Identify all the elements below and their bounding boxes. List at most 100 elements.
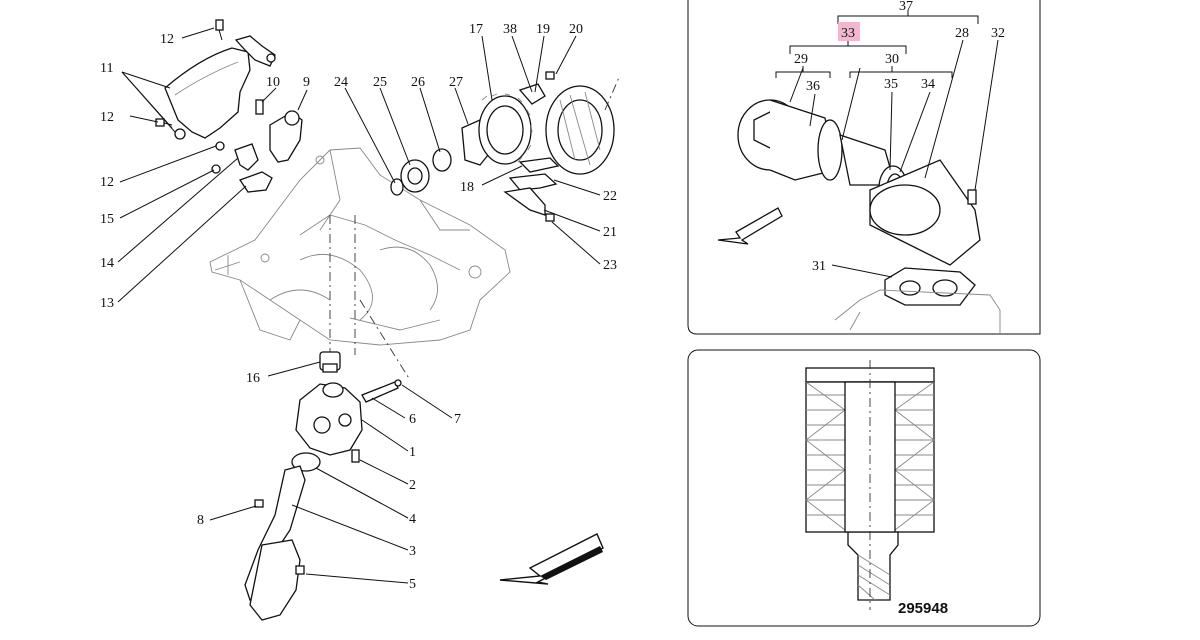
svg-text:37: 37 xyxy=(899,0,913,14)
callout-6[interactable]: 6 xyxy=(409,412,416,427)
svg-text:1: 1 xyxy=(409,445,416,460)
callout-18[interactable]: 18 xyxy=(460,180,474,195)
leader-lines-main xyxy=(117,27,601,584)
svg-text:2: 2 xyxy=(409,478,416,493)
callout-25[interactable]: 25 xyxy=(373,75,387,90)
svg-text:3: 3 xyxy=(409,544,416,559)
callout-33[interactable]: 33 xyxy=(838,22,860,41)
callout-labels: 1 2 3 4 5 6 7 8 9 10 11 12 12 12 13 14 1… xyxy=(100,0,1005,592)
callout-11[interactable]: 11 xyxy=(100,61,113,76)
bracket-part[interactable] xyxy=(211,141,273,193)
callout-17[interactable]: 17 xyxy=(469,22,483,37)
callout-16[interactable]: 16 xyxy=(246,371,260,386)
svg-text:35: 35 xyxy=(884,77,898,92)
svg-text:22: 22 xyxy=(603,189,617,204)
svg-text:38: 38 xyxy=(503,22,517,37)
callout-37[interactable]: 37 xyxy=(899,0,913,14)
callout-26[interactable]: 26 xyxy=(411,75,425,90)
large-sprocket-part[interactable] xyxy=(545,74,621,175)
svg-text:33: 33 xyxy=(841,26,855,41)
svg-text:4: 4 xyxy=(409,512,416,527)
bearing-ring-parts[interactable] xyxy=(390,148,452,196)
callout-10[interactable]: 10 xyxy=(266,75,280,90)
callout-20[interactable]: 20 xyxy=(569,22,583,37)
callout-24[interactable]: 24 xyxy=(334,75,348,90)
callout-3[interactable]: 3 xyxy=(409,544,416,559)
oil-pump-part[interactable] xyxy=(295,379,402,463)
svg-text:34: 34 xyxy=(921,77,935,92)
center-lines xyxy=(329,215,411,381)
callout-14[interactable]: 14 xyxy=(100,256,114,271)
svg-text:11: 11 xyxy=(100,61,113,76)
callout-33-highlight xyxy=(838,22,860,41)
drawing-reference-number: 295948 xyxy=(898,600,948,617)
callout-28[interactable]: 28 xyxy=(955,26,969,41)
svg-text:12: 12 xyxy=(100,175,114,190)
callout-1[interactable]: 1 xyxy=(409,445,416,460)
callout-36[interactable]: 36 xyxy=(806,79,820,94)
svg-text:13: 13 xyxy=(100,296,114,311)
svg-text:12: 12 xyxy=(160,32,174,47)
svg-text:17: 17 xyxy=(469,22,483,37)
svg-text:12: 12 xyxy=(100,110,114,125)
sprocket-part[interactable] xyxy=(461,93,533,166)
callout-12-bottom[interactable]: 12 xyxy=(100,175,114,190)
svg-text:5: 5 xyxy=(409,577,416,592)
svg-text:14: 14 xyxy=(100,256,114,271)
svg-text:8: 8 xyxy=(197,513,204,528)
svg-text:32: 32 xyxy=(991,26,1005,41)
svg-text:30: 30 xyxy=(885,52,899,67)
callout-12-middle[interactable]: 12 xyxy=(100,110,114,125)
callout-38[interactable]: 38 xyxy=(503,22,517,37)
callout-15[interactable]: 15 xyxy=(100,212,114,227)
svg-text:23: 23 xyxy=(603,258,617,273)
callout-2[interactable]: 2 xyxy=(409,478,416,493)
svg-text:19: 19 xyxy=(536,22,550,37)
callout-12-top[interactable]: 12 xyxy=(160,32,174,47)
callout-29[interactable]: 29 xyxy=(794,52,808,67)
callout-9[interactable]: 9 xyxy=(303,75,310,90)
svg-text:27: 27 xyxy=(449,75,463,90)
callout-31[interactable]: 31 xyxy=(812,259,826,274)
filler-cap-part[interactable] xyxy=(319,351,341,373)
callout-30[interactable]: 30 xyxy=(885,52,899,67)
svg-text:25: 25 xyxy=(373,75,387,90)
chain-guide-part[interactable] xyxy=(503,71,560,222)
direction-arrow-icon xyxy=(499,533,604,585)
svg-text:26: 26 xyxy=(411,75,425,90)
svg-text:36: 36 xyxy=(806,79,820,94)
callout-8[interactable]: 8 xyxy=(197,513,204,528)
oil-pickup-part[interactable] xyxy=(244,465,306,621)
heat-shield-part[interactable] xyxy=(164,35,276,140)
screw-12-top[interactable] xyxy=(215,19,224,41)
svg-text:28: 28 xyxy=(955,26,969,41)
callout-5[interactable]: 5 xyxy=(409,577,416,592)
callout-34[interactable]: 34 xyxy=(921,77,935,92)
callout-7[interactable]: 7 xyxy=(454,412,461,427)
callout-13[interactable]: 13 xyxy=(100,296,114,311)
svg-text:7: 7 xyxy=(454,412,461,427)
callout-27[interactable]: 27 xyxy=(449,75,463,90)
svg-text:10: 10 xyxy=(266,75,280,90)
svg-text:24: 24 xyxy=(334,75,348,90)
engine-block-ghost xyxy=(209,147,511,346)
svg-text:29: 29 xyxy=(794,52,808,67)
callout-4[interactable]: 4 xyxy=(409,512,416,527)
callout-23[interactable]: 23 xyxy=(603,258,617,273)
svg-text:18: 18 xyxy=(460,180,474,195)
svg-text:31: 31 xyxy=(812,259,826,274)
callout-21[interactable]: 21 xyxy=(603,225,617,240)
svg-text:21: 21 xyxy=(603,225,617,240)
svg-text:9: 9 xyxy=(303,75,310,90)
inset-panel-filter-section: 295948 xyxy=(687,349,1041,627)
section-hatch xyxy=(805,360,935,610)
svg-text:16: 16 xyxy=(246,371,260,386)
callout-32[interactable]: 32 xyxy=(991,26,1005,41)
svg-text:6: 6 xyxy=(409,412,416,427)
sensor-part[interactable] xyxy=(255,99,303,163)
callout-22[interactable]: 22 xyxy=(603,189,617,204)
callout-35[interactable]: 35 xyxy=(884,77,898,92)
callout-19[interactable]: 19 xyxy=(536,22,550,37)
svg-text:20: 20 xyxy=(569,22,583,37)
